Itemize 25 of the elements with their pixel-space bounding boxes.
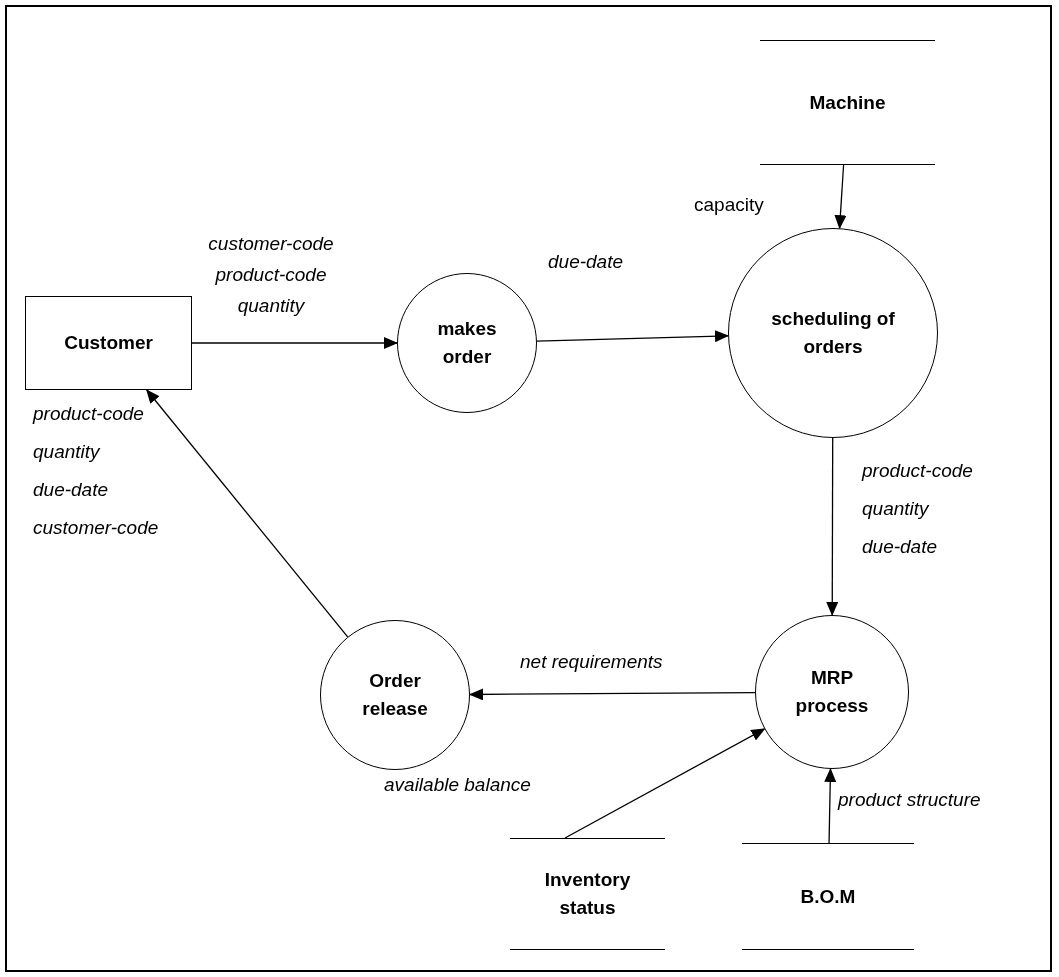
arrow [826,437,839,616]
arrow [191,337,398,349]
arrow [469,688,756,701]
arrow [834,164,847,230]
external-entity-box [25,296,192,390]
edge-label: net requirements [520,650,664,674]
edge-label: available balance [384,773,532,797]
edge-label: capacity [694,193,765,217]
edge-label: product-code quantity due-date customer-code [33,402,160,540]
node-label: Order release [361,669,429,721]
edge-label: product structure [838,788,982,812]
node-label: Inventory status [543,868,632,920]
node-label: MRP process [794,666,870,718]
arrow [146,389,349,638]
node-label: Customer [63,331,154,355]
node-label: Machine [808,90,887,115]
edge-label: due-date [548,250,624,274]
arrow [824,768,837,844]
node-label: scheduling of orders [770,307,896,359]
arrow [536,330,730,343]
node-label: B.O.M [799,884,857,909]
edge-label: customer-code product-code quantity [207,232,335,318]
arrow [564,728,766,839]
edge-label: product-code quantity due-date [862,459,974,559]
node-label: makes order [436,317,498,369]
